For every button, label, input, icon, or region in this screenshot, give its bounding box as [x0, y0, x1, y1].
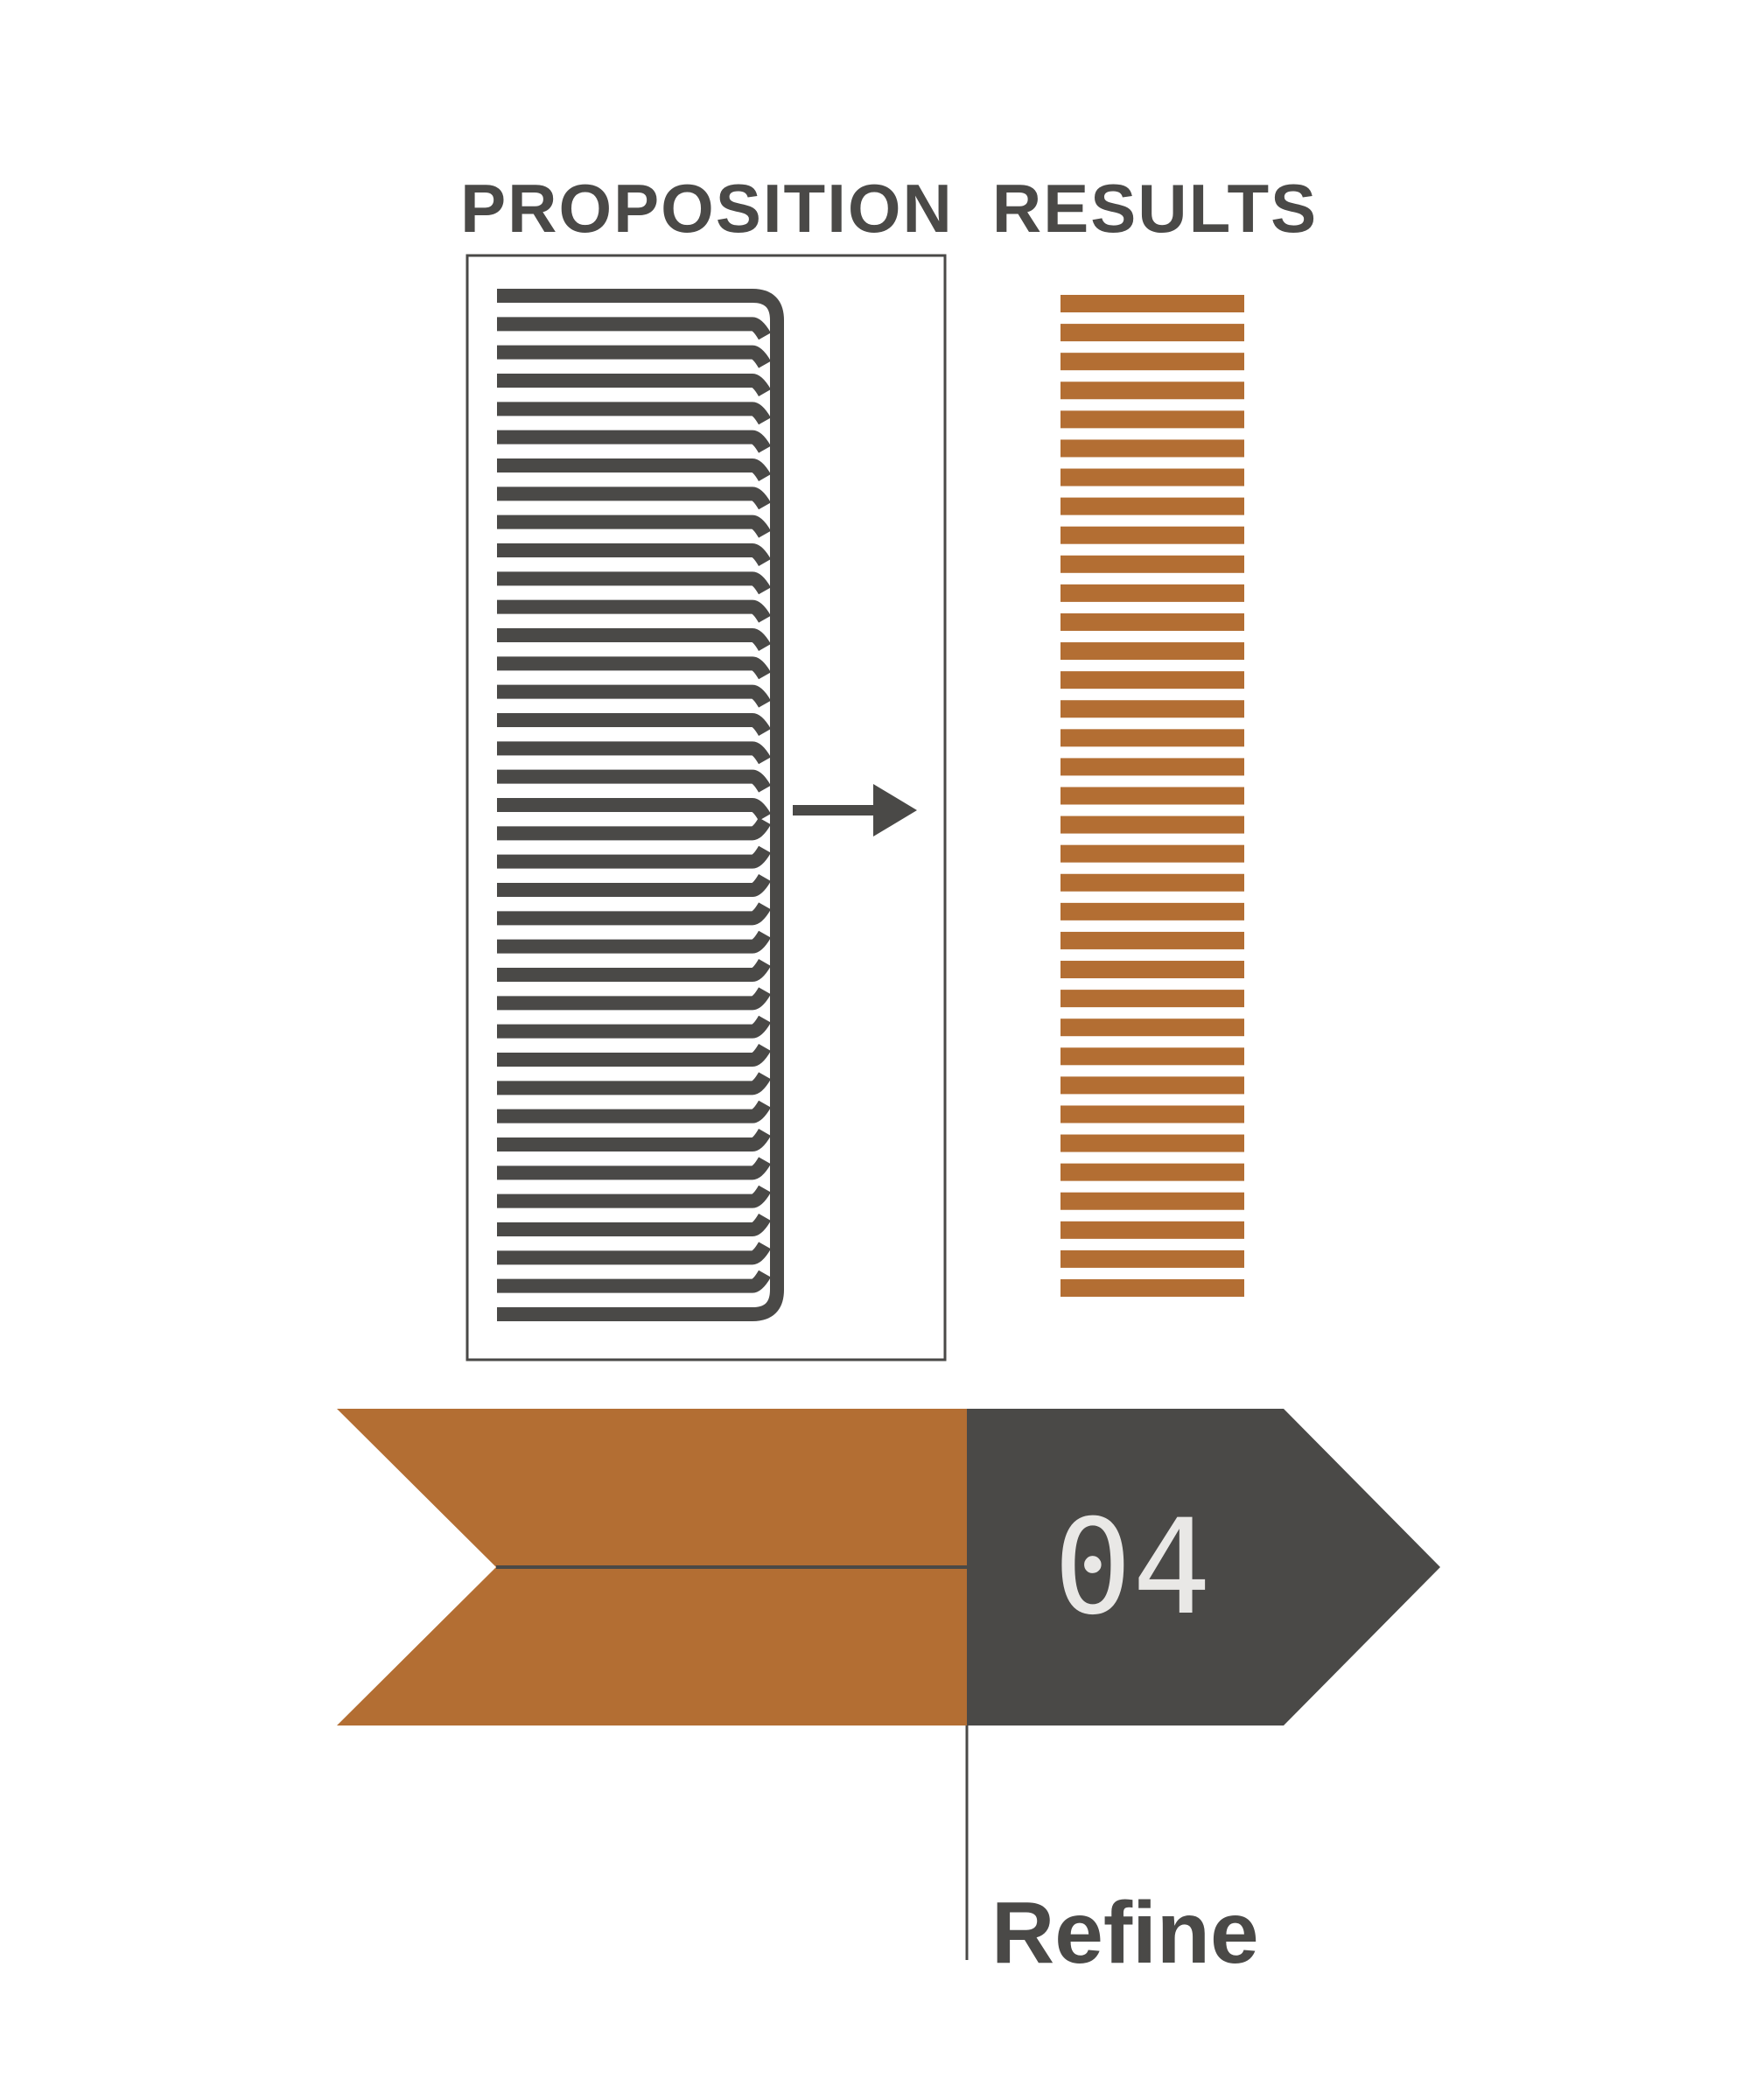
proposition-line	[497, 486, 771, 510]
result-bar	[1060, 382, 1244, 400]
step-number: 04	[1054, 1492, 1212, 1644]
result-bar	[1060, 1192, 1244, 1210]
proposition-line	[497, 1015, 771, 1039]
proposition-line	[497, 817, 771, 841]
proposition-frame	[466, 254, 947, 1362]
proposition-line	[497, 1100, 771, 1124]
proposition-line	[497, 930, 771, 954]
proposition-line	[497, 1072, 771, 1096]
proposition-lines	[497, 289, 784, 1321]
proposition-line	[497, 1213, 771, 1236]
proposition-line	[497, 656, 771, 680]
result-bar	[1060, 1163, 1244, 1181]
result-bar	[1060, 902, 1244, 920]
proposition-line	[497, 571, 771, 595]
result-bar	[1060, 873, 1244, 892]
proposition-line	[497, 769, 771, 793]
proposition-line	[497, 317, 771, 340]
result-bar	[1060, 758, 1244, 776]
result-bar	[1060, 1250, 1244, 1268]
result-bar	[1060, 584, 1244, 602]
result-bar	[1060, 671, 1244, 690]
result-bar	[1060, 961, 1244, 979]
proposition-line	[497, 798, 771, 822]
result-bar	[1060, 931, 1244, 949]
result-bar	[1060, 642, 1244, 661]
result-bar	[1060, 612, 1244, 631]
proposition-line	[497, 958, 771, 982]
results-bars	[1060, 295, 1244, 1297]
result-bar	[1060, 1047, 1244, 1066]
result-bar	[1060, 555, 1244, 573]
proposition-line	[497, 402, 771, 425]
result-bar	[1060, 324, 1244, 342]
proposition-line	[497, 458, 771, 482]
result-bar	[1060, 439, 1244, 458]
result-bar	[1060, 1105, 1244, 1124]
proposition-line	[497, 1289, 784, 1321]
result-bar	[1060, 1018, 1244, 1037]
result-bar	[1060, 990, 1244, 1008]
result-bar	[1060, 700, 1244, 718]
result-bar	[1060, 497, 1244, 515]
proposition-line	[497, 599, 771, 623]
proposition-line	[497, 873, 771, 897]
proposition-line	[497, 345, 771, 368]
result-bar	[1060, 468, 1244, 486]
proposition-line	[497, 1242, 771, 1265]
result-bar	[1060, 844, 1244, 863]
result-bar	[1060, 787, 1244, 805]
proposition-line	[497, 1128, 771, 1152]
proposition-line	[497, 713, 771, 737]
result-bar	[1060, 816, 1244, 834]
banner-dark-arrow	[967, 1409, 1440, 1726]
result-bar	[1060, 353, 1244, 371]
result-bar	[1060, 729, 1244, 747]
result-bar	[1060, 410, 1244, 429]
result-bar	[1060, 1134, 1244, 1152]
proposition-line	[497, 289, 784, 321]
result-bar	[1060, 1076, 1244, 1095]
proposition-line	[497, 684, 771, 708]
proposition-line	[497, 374, 771, 397]
proposition-heading: PROPOSITION	[460, 170, 954, 247]
proposition-line	[497, 1270, 771, 1293]
proposition-line	[497, 902, 771, 926]
result-bar	[1060, 526, 1244, 544]
proposition-line	[497, 514, 771, 538]
result-bar	[1060, 1221, 1244, 1239]
step-label: Refine	[991, 1884, 1259, 1982]
proposition-line	[497, 1157, 771, 1180]
output-arrow-head	[873, 784, 917, 836]
proposition-line	[497, 1043, 771, 1067]
proposition-line	[497, 1185, 771, 1208]
proposition-line	[497, 845, 771, 869]
proposition-line	[497, 543, 771, 567]
proposition-line	[497, 628, 771, 652]
proposition-line	[497, 741, 771, 765]
results-heading: RESULTS	[992, 170, 1318, 247]
result-bar	[1060, 1279, 1244, 1297]
proposition-line	[497, 430, 771, 453]
result-bar	[1060, 295, 1244, 312]
proposition-line	[497, 987, 771, 1011]
